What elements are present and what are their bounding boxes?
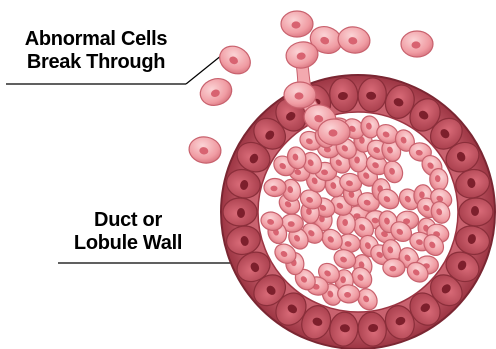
wall-cell: [459, 198, 493, 226]
escaped-cell: [197, 74, 236, 109]
abnormal-cells-label: Abnormal Cells Break Through: [6, 28, 186, 74]
escaped-cell: [215, 41, 256, 80]
escaped-cell: [318, 119, 350, 145]
escaped-cell: [336, 24, 372, 55]
escaped-cell: [284, 82, 316, 108]
duct-wall-label-line2: Lobule Wall: [58, 232, 198, 255]
escaped-cell: [187, 134, 223, 165]
wall-cell: [223, 198, 257, 226]
abnormal-cell: [264, 178, 286, 196]
abnormal-cell: [382, 258, 405, 277]
duct-wall-label: Duct or Lobule Wall: [58, 209, 198, 255]
duct-wall-label-line1: Duct or: [58, 209, 198, 232]
escaped-cell: [401, 31, 433, 57]
abnormal-cells-label-line1: Abnormal Cells: [6, 28, 186, 51]
abnormal-cells-label-line2: Break Through: [6, 51, 186, 74]
escaped-cell: [281, 11, 313, 37]
